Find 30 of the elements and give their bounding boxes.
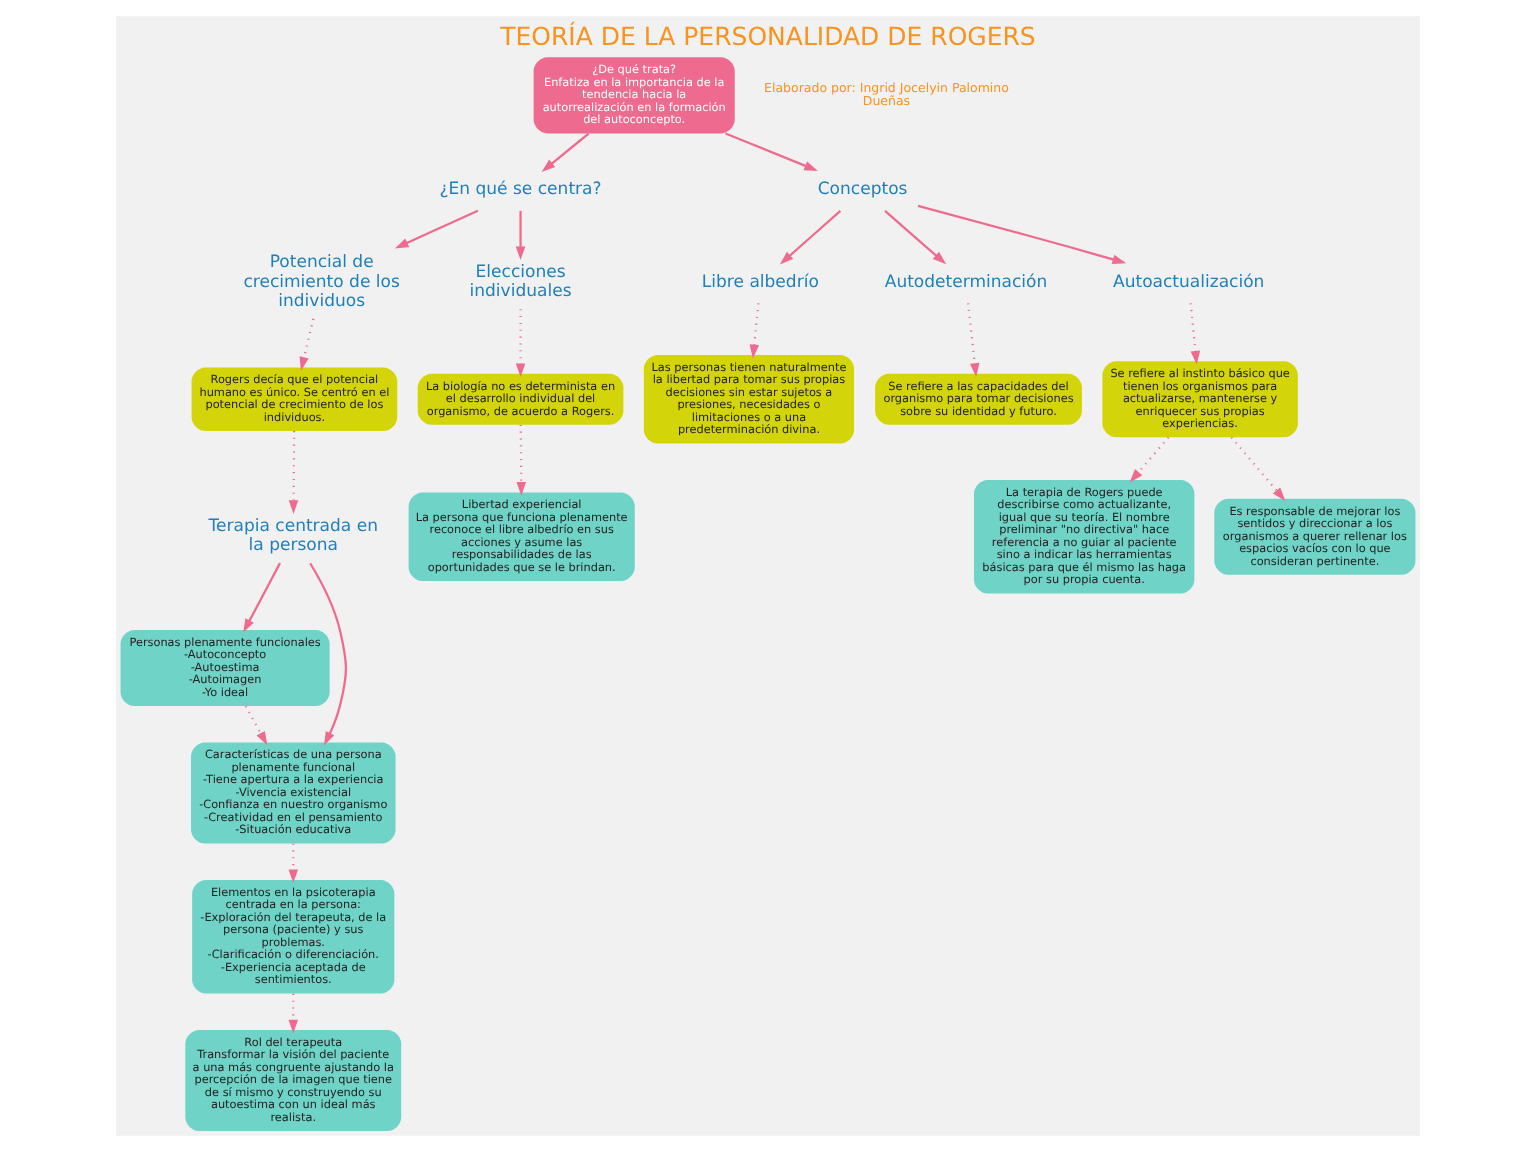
arrow — [725, 132, 818, 171]
arrow — [309, 562, 348, 746]
arrow — [394, 209, 479, 249]
node-text: Libre albedrío — [701, 272, 819, 293]
arrow — [299, 318, 315, 371]
arrow — [516, 424, 527, 496]
node-text: Potencial de crecimiento de los individuos — [243, 253, 400, 313]
arrow — [515, 309, 526, 378]
arrow — [288, 431, 299, 514]
node-text: Autodeterminación — [884, 272, 1048, 293]
arrow — [779, 210, 842, 265]
arrow — [749, 303, 760, 359]
arrow — [244, 705, 268, 746]
arrow — [884, 210, 947, 265]
arrow — [917, 204, 1127, 265]
arrow — [1230, 436, 1286, 501]
node-text: ¿En qué se centra? — [439, 180, 602, 201]
arrow — [243, 562, 281, 633]
arrow — [967, 303, 980, 377]
node-text: Elecciones individuales — [469, 263, 572, 303]
arrow — [288, 993, 299, 1034]
arrow — [1129, 436, 1170, 483]
node-text: Terapia centrada en la persona — [208, 517, 379, 557]
node-text: Autoactualización — [1113, 272, 1265, 293]
diagram-title: TEORÍA DE LA PERSONALIDAD DE ROGERS — [500, 21, 1036, 52]
arrow — [288, 843, 299, 884]
arrow — [541, 132, 590, 172]
arrow — [1189, 303, 1201, 365]
node-text: Conceptos — [817, 180, 908, 201]
arrow — [515, 210, 526, 261]
